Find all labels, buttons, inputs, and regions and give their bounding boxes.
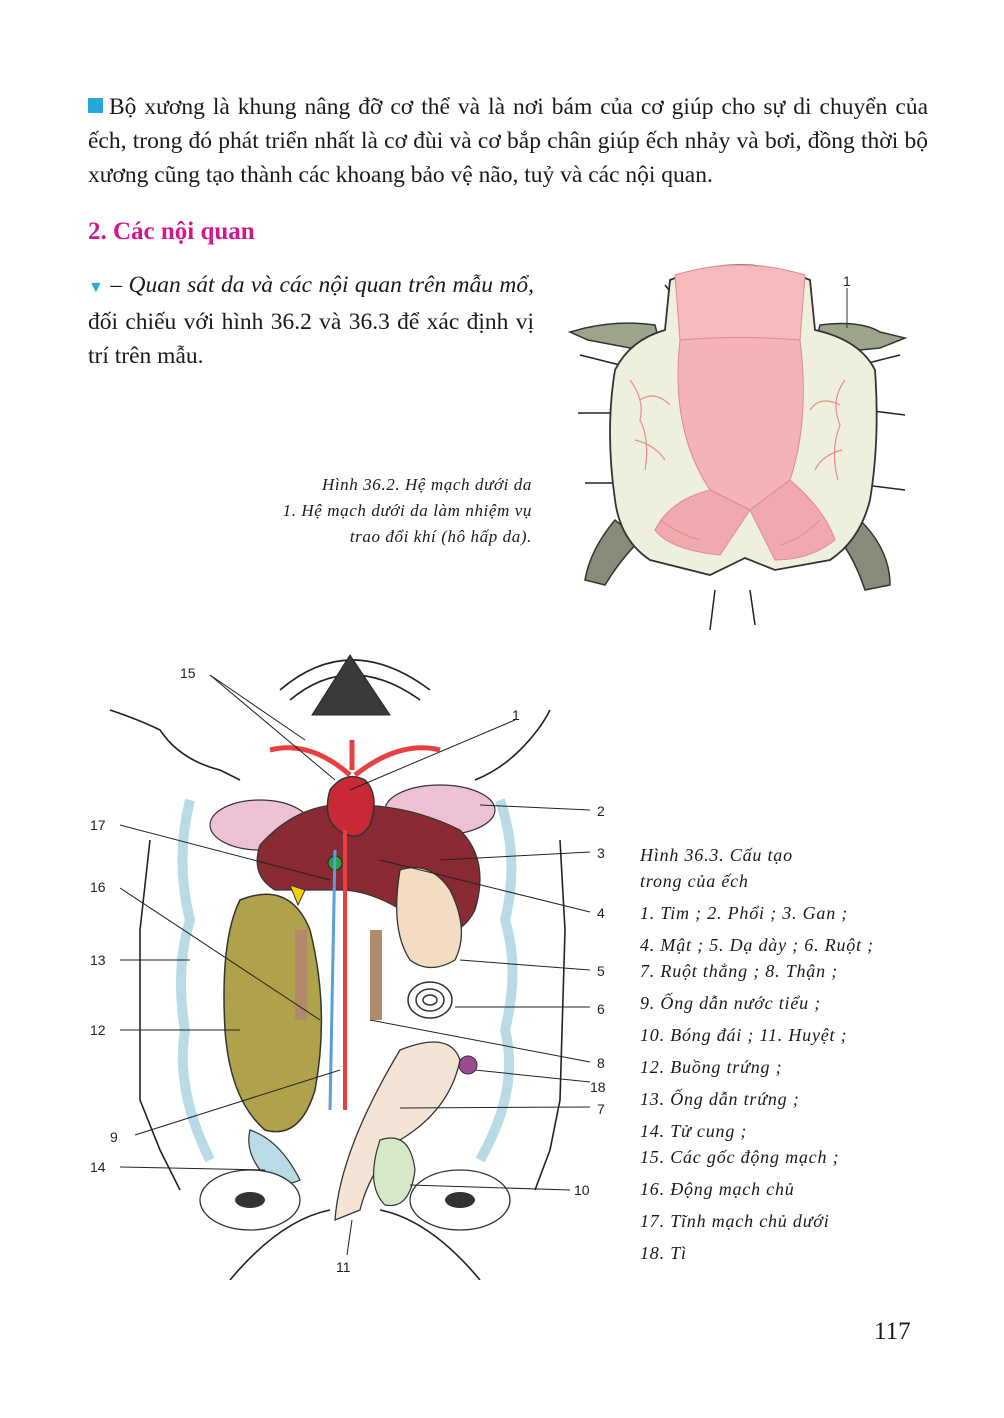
spleen bbox=[458, 1055, 478, 1075]
figure-label-9: 9 bbox=[110, 1129, 118, 1145]
legend-line: 14. Tử cung ; bbox=[640, 1121, 748, 1141]
legend-line: 12. Buồng trứng ; bbox=[640, 1057, 783, 1077]
fat-body bbox=[289, 884, 306, 907]
left-oviduct bbox=[176, 798, 215, 1163]
figure-label-14: 14 bbox=[90, 1159, 106, 1175]
figure-label-17: 17 bbox=[90, 817, 106, 833]
right-thigh-muscle bbox=[749, 479, 836, 561]
chest-muscle bbox=[674, 264, 806, 346]
figure-label-10: 10 bbox=[574, 1182, 590, 1198]
left-thigh-bone bbox=[235, 1192, 265, 1208]
figure-label-1: 1 bbox=[843, 273, 851, 289]
figure-label-16: 16 bbox=[90, 879, 106, 895]
figure-label-11: 11 bbox=[336, 1259, 351, 1275]
page-number: 117 bbox=[874, 1318, 911, 1345]
legend-line: 4. Mật ; 5. Dạ dày ; 6. Ruột ; bbox=[640, 935, 874, 955]
caption-line: trao đổi khí (hô hấp da). bbox=[349, 527, 532, 546]
instruction-paragraph: ▼ – Quan sát da và các nội quan trên mẫu … bbox=[88, 268, 534, 373]
left-thigh-muscle bbox=[654, 489, 751, 556]
leader-lines bbox=[119, 674, 591, 1256]
body-outline bbox=[109, 659, 566, 1280]
figure-label-2: 2 bbox=[597, 803, 605, 819]
figure-label-8: 8 bbox=[597, 1055, 605, 1071]
right-oviduct bbox=[475, 798, 518, 1163]
figure-label-4: 4 bbox=[597, 905, 605, 921]
caption-line: 1. Hệ mạch dưới da làm nhiệm vụ bbox=[282, 501, 532, 520]
legend-line: 9. Ống dẫn nước tiểu ; bbox=[640, 993, 821, 1013]
legend-line: 10. Bóng đái ; 11. Huyệt ; bbox=[640, 1025, 848, 1045]
right-kidney bbox=[370, 930, 382, 1020]
figure-36-2-skin-vessels: 1 bbox=[567, 264, 908, 631]
figure-label-12: 12 bbox=[90, 1022, 106, 1038]
figure-label-6: 6 bbox=[597, 1001, 605, 1017]
figure-label-5: 5 bbox=[597, 963, 605, 979]
figure-label-18: 18 bbox=[590, 1079, 606, 1095]
right-thigh-bone bbox=[445, 1192, 475, 1208]
legend-line: 7. Ruột thẳng ; 8. Thận ; bbox=[640, 961, 838, 981]
figure-label-13: 13 bbox=[90, 952, 106, 968]
legend-line: Hình 36.3. Cấu tạo bbox=[640, 845, 793, 865]
legend-line: 17. Tĩnh mạch chủ dưới bbox=[640, 1211, 830, 1231]
left-kidney bbox=[295, 930, 307, 1020]
legend-line: 16. Động mạch chủ bbox=[640, 1179, 795, 1199]
heart bbox=[326, 775, 375, 837]
intro-paragraph: Bộ xương là khung nâng đỡ cơ thể và là n… bbox=[88, 94, 928, 188]
legend-line: 18. Tì bbox=[640, 1243, 687, 1263]
belly-muscle bbox=[677, 337, 804, 511]
triangle-bullet-icon: ▼ bbox=[88, 279, 105, 296]
legend-line: 13. Ống dẫn trứng ; bbox=[640, 1089, 800, 1109]
figure-label-7: 7 bbox=[597, 1101, 605, 1117]
figure-36-2-caption: Hình 36.2. Hệ mạch dưới da 1. Hệ mạch dư… bbox=[200, 472, 532, 550]
instruction-normal: đối chiếu với hình 36.2 và 36.3 để xác đ… bbox=[88, 309, 534, 369]
legend-line: 1. Tim ; 2. Phổi ; 3. Gan ; bbox=[640, 903, 849, 923]
caption-line: Hình 36.2. Hệ mạch dưới da bbox=[321, 475, 532, 494]
figure-label-15: 15 bbox=[180, 665, 196, 681]
section-heading: 2. Các nội quan bbox=[88, 218, 255, 245]
stomach bbox=[396, 866, 463, 969]
figure-36-3-internal-organs: 15 1 2 3 17 4 16 13 5 6 12 8 18 7 9 14 1… bbox=[90, 654, 606, 1280]
bladder bbox=[372, 1137, 416, 1207]
square-bullet-icon bbox=[88, 98, 103, 113]
figure-label-3: 3 bbox=[597, 845, 605, 861]
skin-vessels bbox=[629, 379, 846, 546]
figure-label-1: 1 bbox=[512, 707, 520, 723]
arteries bbox=[269, 740, 441, 777]
posterior-vena-cava bbox=[328, 849, 337, 1111]
instruction-italic: – Quan sát da và các nội quan trên mẫu m… bbox=[110, 272, 535, 298]
left-forelimb bbox=[567, 322, 661, 349]
legend-line: 15. Các gốc động mạch ; bbox=[640, 1147, 840, 1167]
intestine bbox=[407, 981, 453, 1019]
legend-line: trong của ếch bbox=[640, 871, 749, 891]
lower-jaw bbox=[311, 654, 391, 716]
figure-36-3-legend: Hình 36.3. Cấu tạo trong của ếch 1. Tim … bbox=[640, 842, 960, 1266]
